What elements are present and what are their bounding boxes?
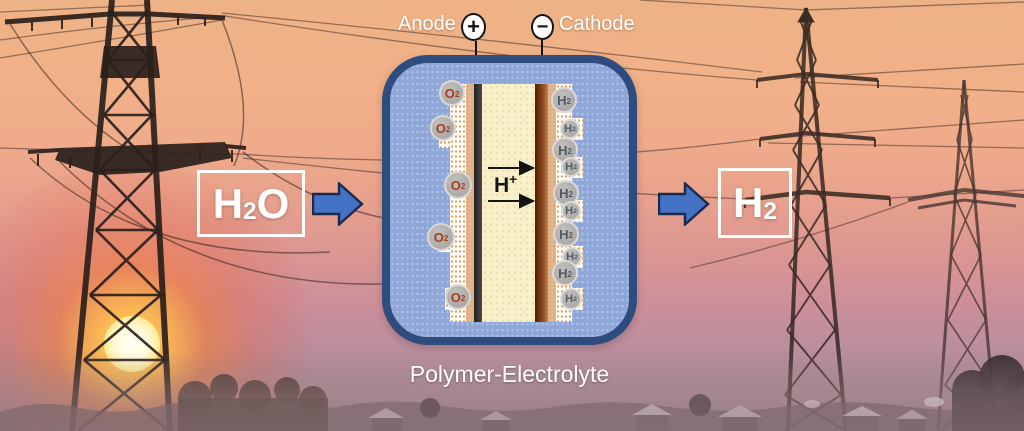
proton-label: H+ bbox=[494, 172, 517, 198]
minus-sign: − bbox=[536, 16, 549, 38]
hydrogen-element: H bbox=[733, 179, 764, 226]
anode-electrode bbox=[474, 84, 482, 322]
water-suffix: O bbox=[256, 179, 290, 227]
hydrogen-subscript: 2 bbox=[763, 197, 777, 225]
cathode-porous-layer bbox=[548, 84, 556, 322]
minus-terminal-icon: − bbox=[531, 14, 554, 40]
plus-sign: + bbox=[467, 14, 480, 39]
water-element: H bbox=[212, 179, 244, 227]
water-subscript: 2 bbox=[243, 198, 257, 226]
water-inflow-arrow bbox=[312, 182, 364, 226]
plus-terminal-icon: + bbox=[461, 13, 486, 41]
anode-gas-diffusion-layer bbox=[450, 84, 466, 322]
proton-charge: + bbox=[509, 172, 518, 187]
anode-label: Anode bbox=[398, 13, 456, 35]
anode-porous-layer bbox=[466, 84, 474, 322]
proton-element: H bbox=[494, 174, 510, 197]
cathode-electrode bbox=[535, 84, 548, 322]
proton-flow-arrows bbox=[488, 160, 535, 209]
horizon-haze bbox=[0, 352, 1024, 431]
diagram-caption: Polymer-Electrolyte bbox=[409, 361, 610, 387]
cathode-label: Cathode bbox=[559, 13, 635, 35]
hydrogen-outflow-arrow bbox=[658, 182, 710, 226]
